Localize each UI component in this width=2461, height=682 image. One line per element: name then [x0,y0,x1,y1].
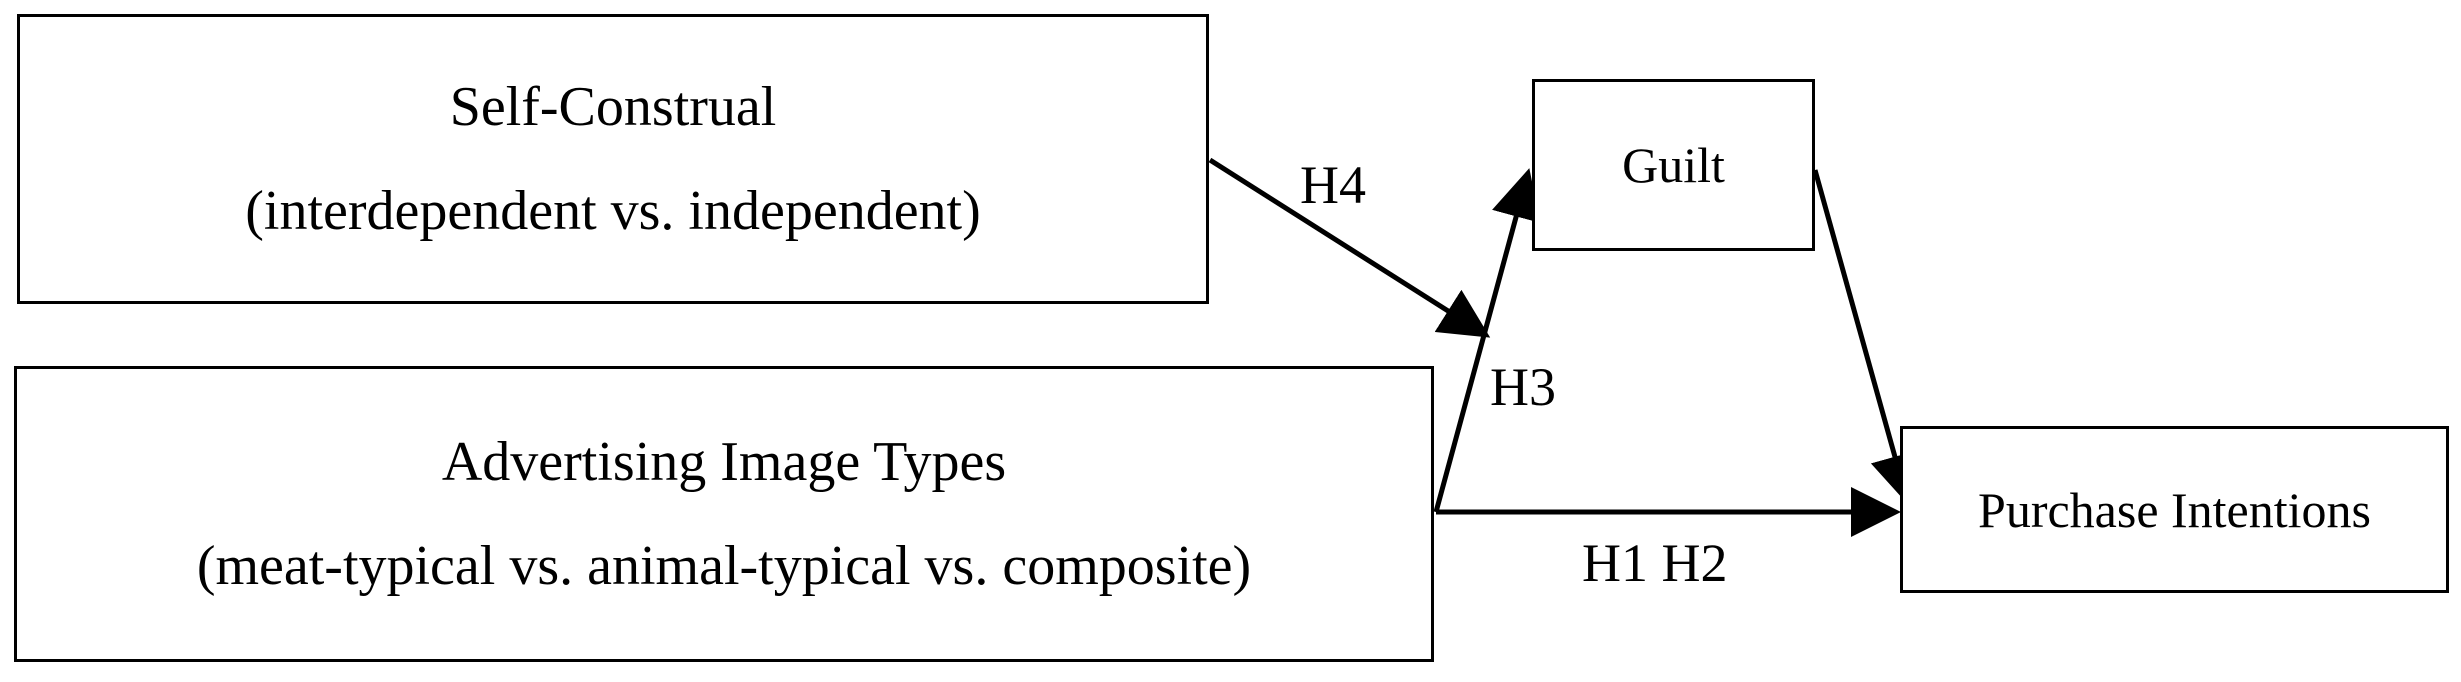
self-construal-subtitle: (interdependent vs. independent) [245,180,981,242]
guilt-title: Guilt [1622,137,1725,193]
arrow-guilt-to-purchase [1812,169,1919,505]
arrow-self-construal-to-h3-path [1208,157,1491,338]
arrow-ad-types-to-guilt [1433,168,1541,513]
guilt-box: Guilt [1532,79,1815,251]
self-construal-box: Self-Construal (interdependent vs. indep… [17,14,1209,304]
advertising-image-types-subtitle: (meat-typical vs. animal-typical vs. com… [196,535,1252,597]
hypothesis-label-h1-h2: H1 H2 [1582,533,1728,593]
self-construal-title: Self-Construal [449,76,777,138]
advertising-image-types-title: Advertising Image Types [441,431,1007,493]
hypothesis-label-h4: H4 [1300,155,1366,215]
purchase-intentions-box: Purchase Intentions [1900,426,2449,593]
hypothesis-label-h3: H3 [1490,357,1556,417]
purchase-intentions-title: Purchase Intentions [1978,481,2371,538]
advertising-image-types-box: Advertising Image Types (meat-typical vs… [14,366,1434,662]
